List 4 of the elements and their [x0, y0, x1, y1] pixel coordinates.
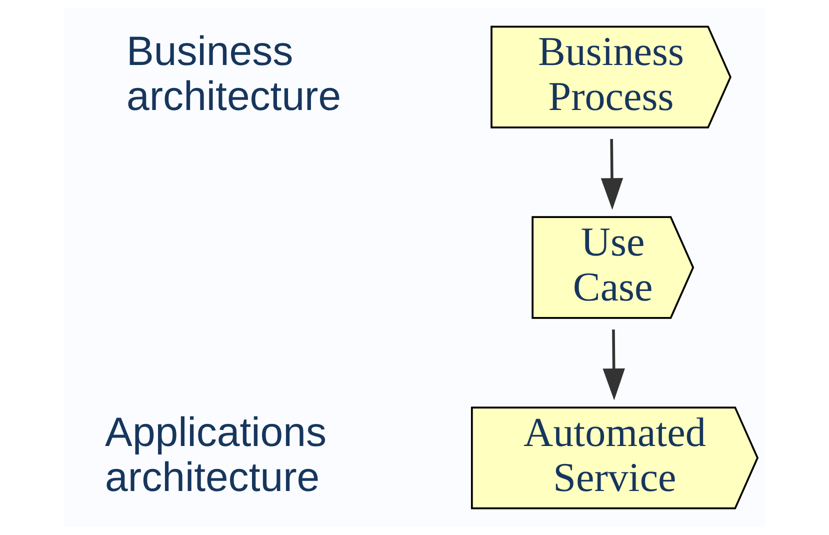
arrow: [600, 139, 624, 210]
arrow: [602, 329, 625, 400]
label: Applications architecture: [105, 408, 326, 500]
label: Business architecture: [126, 28, 342, 119]
